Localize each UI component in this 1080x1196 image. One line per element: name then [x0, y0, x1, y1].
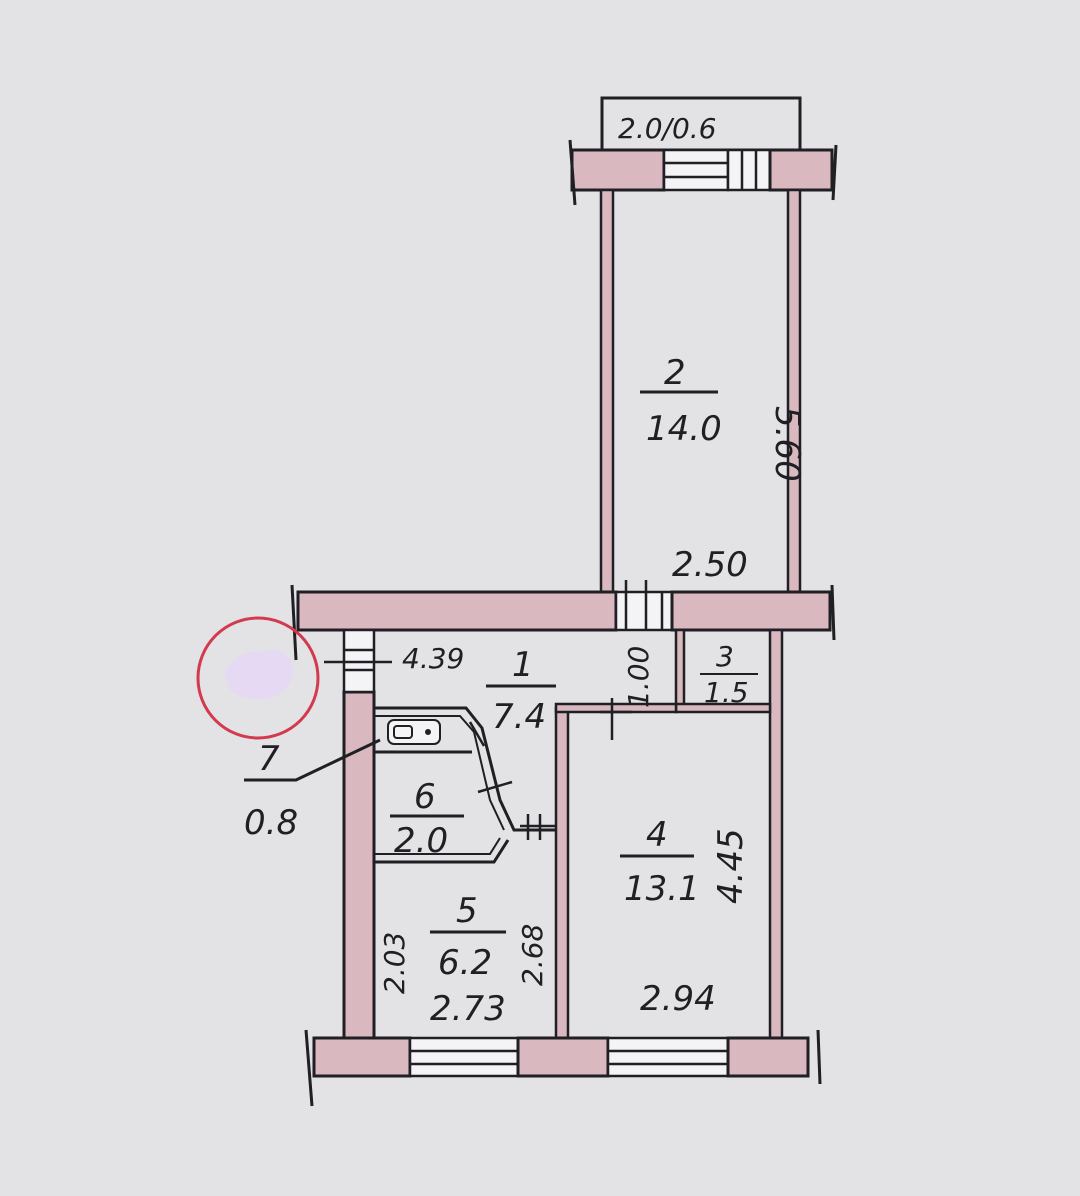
bathroom-bottom-inner: [374, 837, 501, 855]
bath-door-mark: [477, 780, 513, 794]
toilet-icon: [387, 719, 441, 745]
room-area: 1.5: [704, 676, 749, 709]
dimension-room5-width: 2.73: [430, 989, 506, 1029]
room-7-label: 7 0.8: [244, 739, 298, 843]
wall-segment: [312, 1036, 412, 1078]
wall-segment: [516, 1036, 610, 1078]
doorway-room2: [614, 590, 674, 632]
room-area: 6.2: [438, 943, 492, 983]
bathroom-block: [374, 706, 556, 864]
main-horizontal-wall: [290, 580, 836, 661]
wall-segment: [670, 590, 832, 632]
room2-right-wall: [786, 188, 802, 594]
smudge-mark: [224, 649, 293, 699]
room7-leader-line: [244, 738, 381, 782]
room-4-label: 4 13.1: [620, 815, 700, 909]
wall-segment: [726, 1036, 810, 1078]
room-area: 7.4: [492, 697, 546, 737]
room-number: 2: [664, 353, 686, 393]
room2-top-wall: [568, 139, 838, 206]
balcony-door-frame: [726, 148, 772, 192]
dimension-room4-width: 2.94: [640, 979, 716, 1019]
bathroom-bottom-wall: [374, 839, 510, 864]
right-wall: [768, 628, 784, 1040]
room-6-label: 6 2.0: [390, 777, 464, 861]
wall-segment: [768, 148, 834, 192]
room-number: 1: [512, 645, 534, 685]
room-3-label: 3 1.5: [700, 640, 758, 709]
room2-left-wall: [599, 188, 615, 594]
dimension-room2-width: 2.50: [672, 545, 748, 585]
wall-segment: [570, 148, 666, 192]
dimension-hall-length: 4.39: [402, 642, 464, 675]
room-1-label: 1 7.4: [486, 645, 556, 737]
dimension-hall-width: 1.00: [622, 646, 655, 708]
left-wall: [324, 628, 392, 1040]
room-number: 7: [258, 739, 280, 779]
dimension-room5-left: 2.03: [378, 932, 411, 994]
marker-circle: [196, 616, 320, 740]
room-number: 4: [646, 815, 668, 855]
balcony-door: [662, 148, 730, 192]
red-circle-mark: [196, 616, 320, 740]
balcony-dimension: 2.0/0.6: [618, 112, 717, 145]
room-2-label: 2 14.0: [640, 353, 722, 449]
bottom-wall: [304, 1029, 822, 1107]
wall-segment: [296, 590, 618, 632]
room-area: 13.1: [624, 869, 700, 909]
toilet-door-mark: [468, 721, 486, 747]
room4-walls: [554, 698, 678, 1040]
bathroom-outline-top: [374, 706, 556, 832]
bathroom-outline-inner: [374, 715, 505, 831]
room-area: 2.0: [394, 821, 448, 861]
window-room4: [606, 1036, 730, 1078]
room-area: 0.8: [244, 803, 298, 843]
window-room5: [408, 1036, 520, 1078]
room-number: 3: [716, 640, 734, 673]
room4-left-wall: [554, 706, 570, 1040]
room-area: 14.0: [646, 409, 722, 449]
room3-left-wall: [674, 628, 686, 710]
dimension-room2-length: 5.60: [767, 406, 807, 482]
dimension-room5-right: 2.68: [516, 924, 549, 986]
dimension-room4-length: 4.45: [711, 828, 751, 904]
room-number: 6: [414, 777, 436, 817]
room-5-label: 5 6.2: [430, 891, 506, 983]
room-number: 5: [456, 891, 478, 931]
